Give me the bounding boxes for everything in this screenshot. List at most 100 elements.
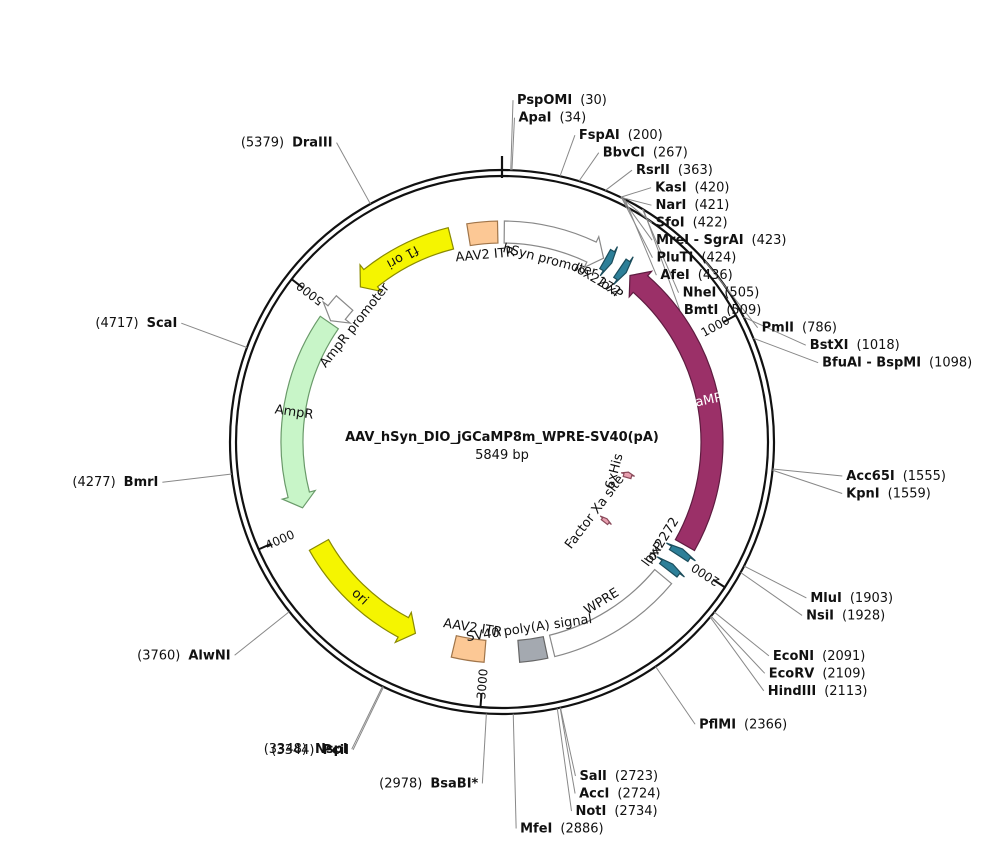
site-label: EcoRV(2109) [769, 666, 866, 681]
site-leader [511, 117, 515, 171]
site-leader [753, 337, 819, 364]
site-name: BfuAI - BspMI [822, 356, 921, 371]
site-position: (420) [695, 181, 730, 196]
site-label: BfuAI - BspMI(1098) [822, 356, 972, 371]
site-leader [642, 209, 681, 311]
feature-jgcamp8m [628, 270, 724, 552]
site-name: NheI [683, 286, 717, 301]
site-position: (4717) [95, 316, 138, 331]
feature-ampr [280, 315, 340, 509]
site-label: (4277) BmrI [72, 475, 158, 490]
site-leader [772, 468, 843, 477]
site-label: (2978)BsaBI* [379, 776, 478, 791]
site-name: EcoNI [773, 649, 814, 664]
tick-label: 3000 [474, 668, 490, 700]
site-label: NarI (421) [655, 198, 729, 213]
site-leader [336, 142, 371, 205]
site-name: BmrI [124, 475, 159, 490]
site-position: (363) [678, 163, 713, 178]
site-position: (436) [698, 268, 733, 283]
site-position: (1018) [857, 338, 900, 353]
site-leader [234, 611, 290, 656]
site-label: (4717) ScaI [95, 316, 177, 331]
site-position: (421) [694, 198, 729, 213]
site-position: (422) [693, 216, 728, 231]
site-label: AfeI (436) [660, 268, 732, 283]
site-name: KasI [655, 181, 686, 196]
site-position: (2734) [614, 804, 657, 819]
feature-wpre [548, 568, 673, 658]
site-name: MfeI [520, 822, 552, 837]
feature-hsyn-promoter [503, 220, 605, 269]
site-label: RsrII (363) [636, 163, 713, 178]
site-name: RsrII [636, 163, 670, 178]
tick-mark [723, 314, 737, 323]
site-label: KasI (420) [655, 181, 729, 196]
site-label: ApaI(34) [518, 111, 586, 126]
site-label: NotI(2734) [575, 804, 657, 819]
site-label: PflMI (2366) [699, 717, 787, 732]
site-leader [743, 316, 806, 346]
site-label: SalI(2723) [579, 769, 658, 784]
site-name: PmlI [762, 321, 794, 336]
feature-label-ampr: AmpR [274, 402, 315, 422]
site-position: (3760) [137, 648, 180, 663]
site-label: Acc65I(1555) [846, 469, 946, 484]
site-leader [351, 686, 383, 750]
site-position: (423) [752, 233, 787, 248]
site-label: (3348)NspI [264, 742, 348, 757]
site-name: ScaI [147, 316, 178, 331]
site-name: FspAI [579, 128, 620, 143]
site-leader [620, 196, 652, 206]
site-name: PflMI [699, 717, 736, 732]
site-position: (505) [724, 286, 759, 301]
site-position: (2723) [615, 769, 658, 784]
plasmid-size: 5849 bp [475, 448, 529, 463]
site-position: (267) [653, 146, 688, 161]
site-leader [743, 565, 807, 599]
site-leader [655, 666, 696, 725]
site-label: MluI(1903) [810, 591, 893, 606]
feature-label-loxp-a: loxP [595, 275, 626, 303]
site-leader [704, 261, 759, 328]
site-name: NarI [655, 198, 686, 213]
site-label: NsiI(1928) [806, 608, 885, 623]
site-label: (5379)DraIII [241, 136, 333, 151]
site-label: KpnI(1559) [846, 487, 931, 502]
feature-factor-xa [599, 515, 612, 526]
site-leader [578, 152, 600, 182]
site-leader [740, 572, 803, 616]
site-label: BmtI(509) [684, 303, 761, 318]
tick-mark [258, 542, 272, 551]
site-label: AccI(2724) [579, 787, 661, 802]
site-name: Acc65I [846, 469, 894, 484]
site-name: BbvCI [603, 146, 645, 161]
site-position: (1928) [842, 608, 885, 623]
site-position: (786) [802, 321, 837, 336]
site-position: (4277) [72, 475, 115, 490]
site-name: MluI [810, 591, 841, 606]
tick-mark [712, 578, 726, 589]
site-name: BmtI [684, 303, 719, 318]
site-leader [512, 713, 517, 829]
site-position: (2724) [617, 787, 660, 802]
feature-label-factor-xa: Factor Xa site [562, 472, 627, 552]
site-name: DraIII [292, 136, 333, 151]
site-label: HindIII(2113) [768, 684, 868, 699]
site-leader [559, 135, 576, 177]
site-leader-layer [162, 100, 843, 829]
site-leader [624, 199, 657, 276]
site-leader [510, 100, 514, 171]
site-position: (2978) [379, 776, 422, 791]
feature-label-aav2-itr-left: AAV2 ITR [455, 245, 516, 265]
site-leader [605, 169, 633, 191]
site-label-layer: PspOMI(30)ApaI(34)FspAI(200)BbvCI(267)Rs… [72, 93, 972, 836]
site-position: (2366) [744, 717, 787, 732]
site-position: (200) [628, 128, 663, 143]
site-leader [709, 616, 765, 692]
site-label: (3344)PciI [271, 743, 349, 758]
site-label: MreI - SgrAI(423) [656, 233, 786, 248]
site-name: AfeI [660, 268, 689, 283]
site-name: ApaI [518, 111, 551, 126]
feature-f1-ori [359, 226, 455, 293]
